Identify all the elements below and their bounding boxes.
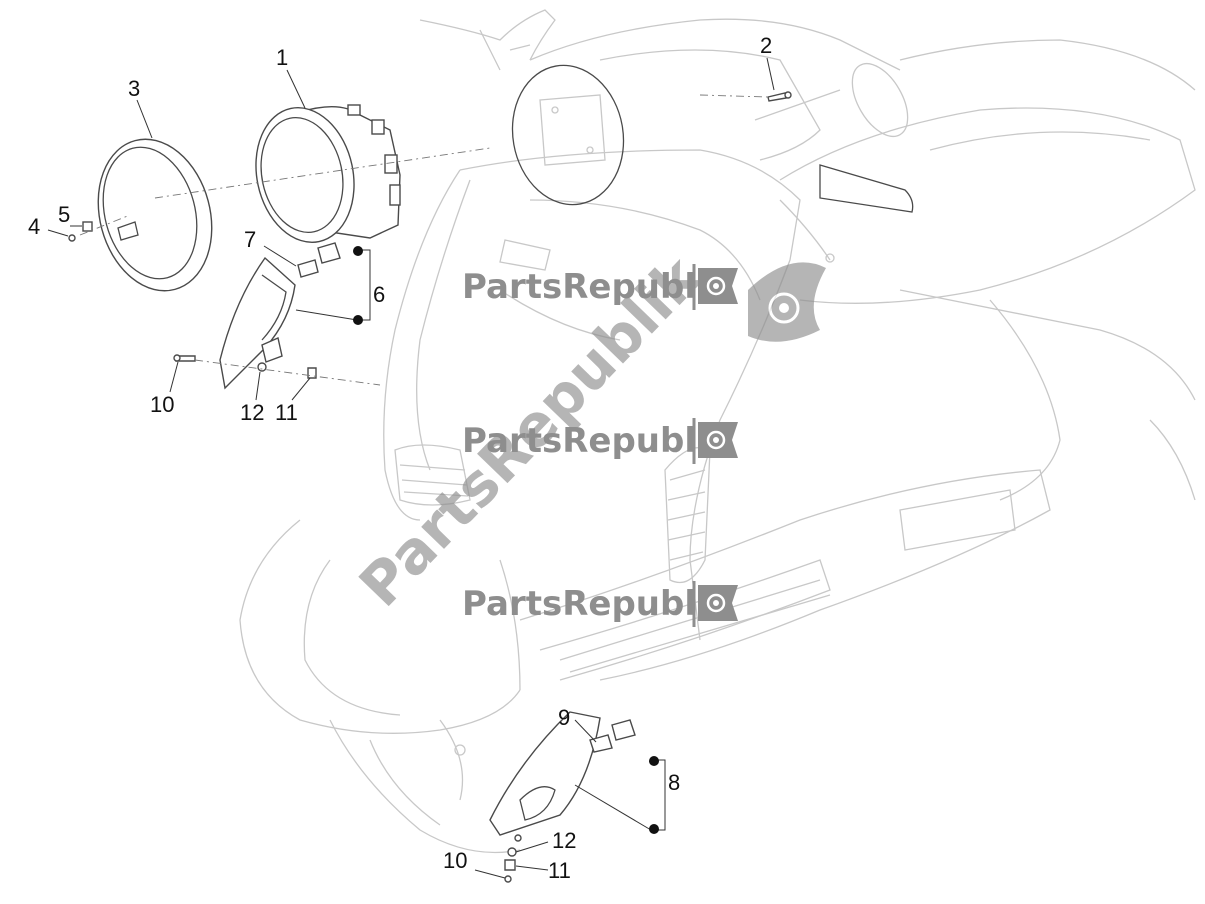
gear-flag-icon (692, 264, 738, 310)
callout-2: 2 (760, 33, 772, 58)
scooter-outline (239, 9, 1196, 854)
callout-10-lower: 10 (443, 848, 467, 873)
callout-11-lower: 11 (548, 858, 571, 883)
screw-part-4 (68, 234, 76, 242)
dot-6b (353, 315, 363, 325)
callout-3: 3 (128, 76, 140, 101)
callout-12-upper: 12 (240, 400, 264, 425)
headlight-rim (97, 138, 213, 292)
clip-part-5 (82, 221, 93, 232)
callout-12-lower: 12 (552, 828, 576, 853)
callout-7: 7 (244, 227, 256, 252)
headlight-unit (255, 104, 401, 243)
watermark-text-bottom: PartsRepublik (462, 584, 732, 624)
bulb-part-9 (589, 719, 636, 753)
watermark-text-middle: PartsRepublik (462, 421, 732, 461)
dot-8b (649, 824, 659, 834)
callout-1: 1 (276, 45, 288, 70)
screw-part-10-upper (173, 354, 196, 362)
front-turn-signal-left (219, 256, 296, 390)
washer-part-12-upper (257, 362, 267, 372)
screw-part-10-lower (504, 875, 512, 883)
bulb-part-7 (297, 242, 341, 278)
dot-6a (353, 246, 363, 256)
front-turn-signal-right (489, 711, 601, 842)
dot-8a (649, 756, 659, 766)
gear-flag-icon (748, 262, 826, 342)
callout-6: 6 (373, 282, 385, 307)
callout-5: 5 (58, 202, 70, 227)
watermark-text-top: PartsRepublik (462, 267, 732, 307)
callout-labels: 1 2 3 4 5 6 7 8 9 10 10 11 11 12 12 (28, 33, 772, 883)
callout-8: 8 (668, 770, 680, 795)
callout-11-upper: 11 (275, 400, 298, 425)
callout-10-upper: 10 (150, 392, 174, 417)
gear-flag-icon (692, 418, 738, 464)
washer-part-12-lower (507, 847, 517, 857)
assembly-dash-lines (79, 94, 769, 386)
reference-dots (353, 246, 659, 834)
nut-part-11-upper (307, 367, 317, 379)
callout-4: 4 (28, 214, 40, 239)
callout-9: 9 (558, 705, 570, 730)
leader-lines (47, 57, 775, 879)
gear-flag-icon (692, 581, 738, 627)
nut-part-11-lower (504, 859, 516, 871)
screw-part-2 (767, 91, 792, 102)
watermark-group: PartsRepublik PartsRepublik PartsRepubli… (346, 242, 826, 627)
